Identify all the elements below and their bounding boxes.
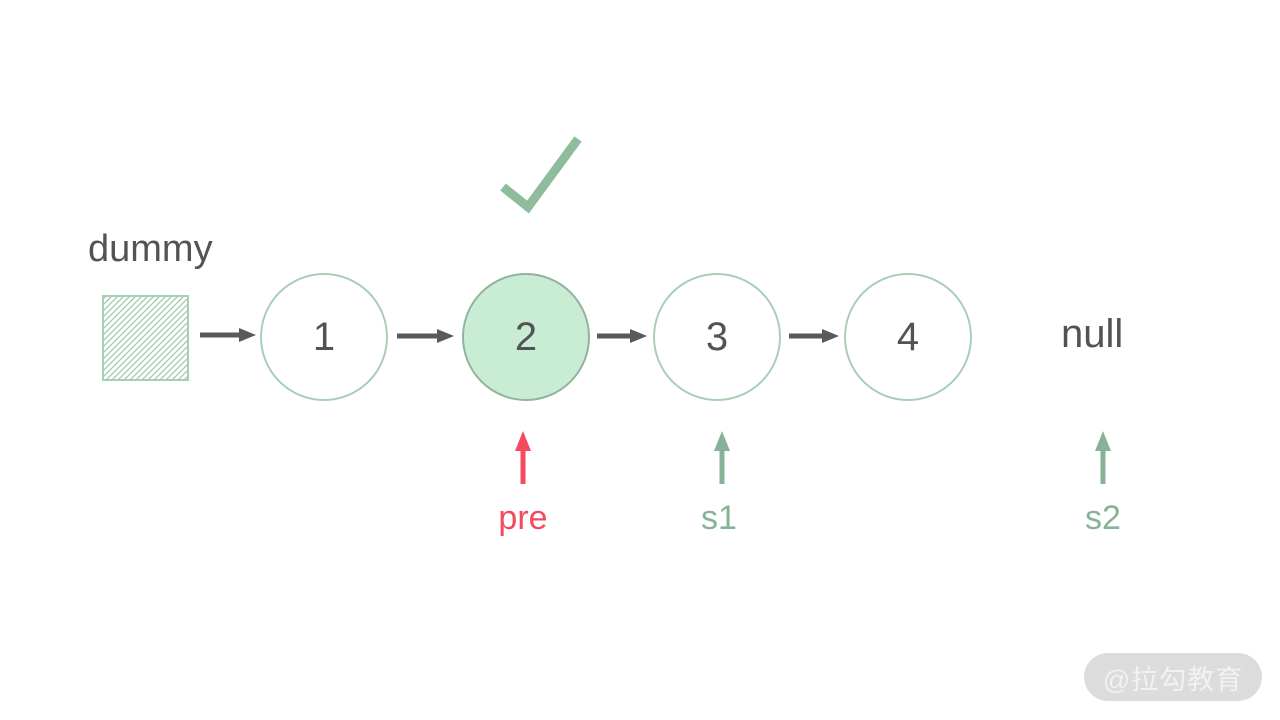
s1-pointer-arrow [714, 431, 730, 484]
s2-pointer-arrow [1095, 431, 1111, 484]
list-node-3: 3 [653, 273, 781, 401]
pre-pointer-label: pre [498, 499, 548, 537]
null-label: null [1061, 312, 1124, 356]
dummy-label: dummy [88, 228, 213, 270]
node-value: 2 [514, 314, 538, 359]
node-value: 1 [312, 314, 336, 359]
dummy-node-square [102, 295, 189, 381]
watermark-badge: @拉勾教育 [1084, 653, 1262, 701]
next-arrow-dummy-to-1 [200, 328, 256, 342]
next-arrow-1-to-2 [397, 329, 454, 343]
check-icon [500, 136, 582, 214]
list-node-2-highlighted: 2 [462, 273, 590, 401]
list-node-4: 4 [844, 273, 972, 401]
pre-pointer-arrow [515, 431, 531, 484]
s2-pointer-label: s2 [1085, 499, 1121, 537]
list-node-1: 1 [260, 273, 388, 401]
s1-pointer-label: s1 [701, 499, 737, 537]
next-arrow-3-to-4 [789, 329, 839, 343]
watermark-text: @拉勾教育 [1102, 664, 1244, 695]
node-value: 4 [896, 314, 920, 359]
next-arrow-2-to-3 [597, 329, 647, 343]
node-value: 3 [705, 314, 729, 359]
